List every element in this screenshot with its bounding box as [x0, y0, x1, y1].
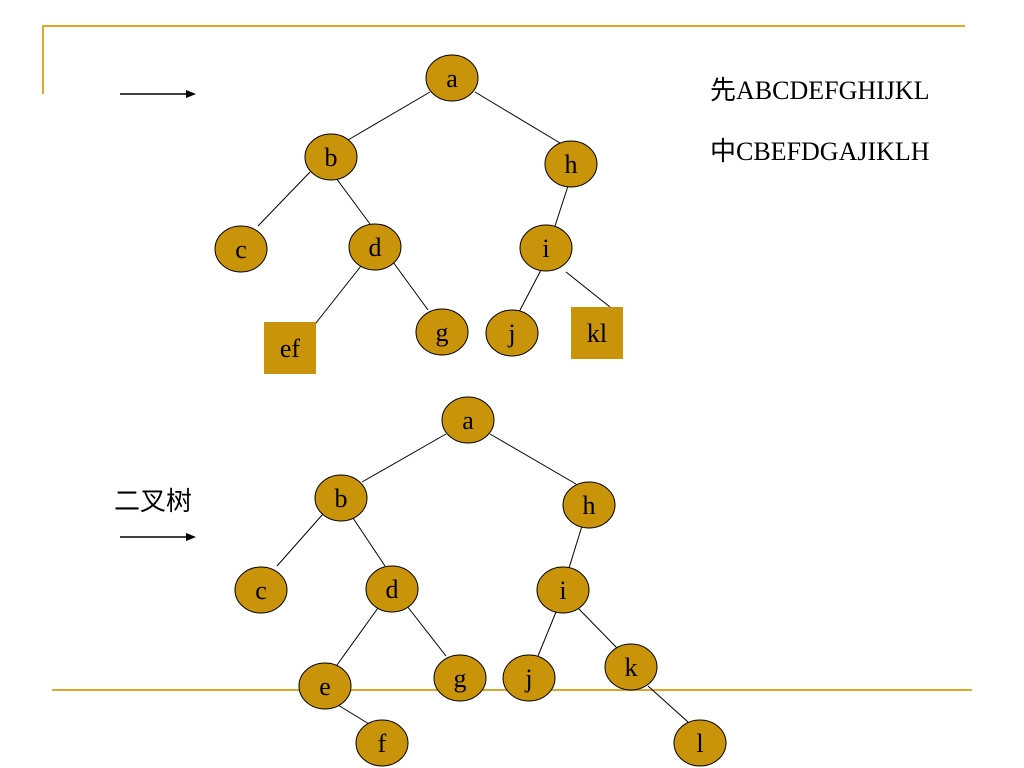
forest-tree-edges: [257, 91, 611, 329]
forest-node-i-label: i: [542, 234, 549, 263]
binary-node-d-circle: [365, 565, 419, 613]
forest-node-h-label: h: [565, 150, 578, 179]
forest-edge-h-i: [554, 185, 569, 227]
forest-node-b-label: b: [325, 143, 338, 172]
forest-node-ef-label: ef: [280, 334, 301, 363]
binary-edge-a-b: [361, 433, 447, 483]
forest-node-j-circle: [485, 309, 539, 357]
binary-node-g: g: [433, 654, 487, 702]
binary-node-l-circle: [673, 719, 727, 767]
binary-edge-b-d: [352, 517, 386, 567]
forest-node-g: g: [415, 308, 469, 356]
forest-node-h-circle: [544, 140, 598, 188]
binary-edge-d-e: [336, 607, 379, 666]
forest-node-b: b: [304, 133, 358, 181]
forest-edge-a-h: [474, 91, 561, 144]
binary-node-l: l: [673, 719, 727, 767]
binary-node-a-label: a: [462, 406, 474, 435]
binary-node-e-label: e: [319, 672, 331, 701]
binary-node-k-label: k: [625, 653, 638, 682]
binary-node-i-label: i: [559, 576, 566, 605]
binary-node-a: a: [441, 396, 495, 444]
binary-edge-a-h: [489, 433, 577, 485]
binary-node-i: i: [536, 566, 590, 614]
binary-node-k: k: [604, 643, 658, 691]
forest-node-i-circle: [519, 224, 573, 272]
binary-edge-e-f: [337, 704, 370, 725]
forest-edge-i-kl: [565, 271, 611, 308]
binary-edge-b-c: [276, 513, 324, 567]
forest-node-c-label: c: [235, 235, 247, 264]
forest-node-d-circle: [348, 223, 402, 271]
binary-node-a-circle: [441, 396, 495, 444]
forest-node-a-circle: [425, 54, 479, 102]
binary-node-d: d: [365, 565, 419, 613]
binary-node-b-label: b: [335, 484, 348, 513]
forest-node-a-label: a: [446, 64, 458, 93]
binary-tree-label: 二叉树: [114, 487, 193, 516]
binary-edge-i-k: [577, 607, 618, 649]
forest-edge-d-ef: [311, 265, 362, 329]
forest-node-j: j: [485, 309, 539, 357]
forest-node-kl-label: kl: [587, 319, 607, 348]
forest-node-c-circle: [214, 225, 268, 273]
forest-node-d-label: d: [369, 233, 382, 262]
binary-node-g-label: g: [454, 664, 467, 693]
forest-node-g-circle: [415, 308, 469, 356]
forest-node-i: i: [519, 224, 573, 272]
preorder-sequence: 先ABCDEFGHIJKL: [710, 76, 930, 105]
binary-edge-d-g: [406, 605, 447, 657]
upper-arrow-icon: [120, 90, 196, 98]
binary-node-e-circle: [298, 662, 352, 710]
forest-edge-a-b: [347, 91, 431, 141]
binary-node-h: h: [562, 481, 616, 529]
binary-tree-nodes: a b h c d i e g j k f l: [234, 396, 727, 767]
binary-node-c-label: c: [255, 576, 267, 605]
forest-node-ef: ef: [264, 322, 316, 374]
forest-node-h: h: [544, 140, 598, 188]
forest-node-a: a: [425, 54, 479, 102]
binary-node-b: b: [314, 474, 368, 522]
binary-node-j-circle: [502, 654, 556, 702]
binary-edge-k-l: [647, 685, 689, 723]
binary-node-k-circle: [604, 643, 658, 691]
forest-node-b-circle: [304, 133, 358, 181]
inorder-sequence: 中CBEFDGAJIKLH: [710, 137, 930, 166]
forest-tree-nodes: a b h c d i ef g j kl: [214, 54, 623, 374]
binary-node-h-circle: [562, 481, 616, 529]
binary-node-d-label: d: [386, 575, 399, 604]
forest-node-kl: kl: [571, 307, 623, 359]
binary-node-c-circle: [234, 566, 288, 614]
binary-node-b-circle: [314, 474, 368, 522]
binary-node-e: e: [298, 662, 352, 710]
binary-node-j: j: [502, 654, 556, 702]
forest-edge-i-j: [518, 269, 542, 313]
forest-node-kl-square: [571, 307, 623, 359]
forest-node-g-label: g: [436, 318, 449, 347]
lower-arrow-icon: [120, 533, 196, 541]
binary-node-f: f: [355, 719, 409, 767]
binary-edge-h-i: [568, 525, 583, 569]
binary-node-i-circle: [536, 566, 590, 614]
forest-node-d: d: [348, 223, 402, 271]
binary-node-f-circle: [355, 719, 409, 767]
forest-node-c: c: [214, 225, 268, 273]
binary-node-f-label: f: [378, 729, 387, 758]
forest-node-j-label: j: [507, 319, 515, 348]
forest-node-ef-square: [264, 322, 316, 374]
binary-node-l-label: l: [696, 729, 703, 758]
forest-edge-d-g: [392, 261, 429, 311]
binary-node-h-label: h: [583, 491, 596, 520]
forest-edge-b-d: [335, 177, 371, 225]
forest-edge-b-c: [257, 171, 311, 227]
binary-node-c: c: [234, 566, 288, 614]
binary-tree-edges: [276, 433, 689, 725]
binary-node-j-label: j: [524, 664, 532, 693]
binary-edge-i-j: [537, 611, 557, 657]
binary-node-g-circle: [433, 654, 487, 702]
